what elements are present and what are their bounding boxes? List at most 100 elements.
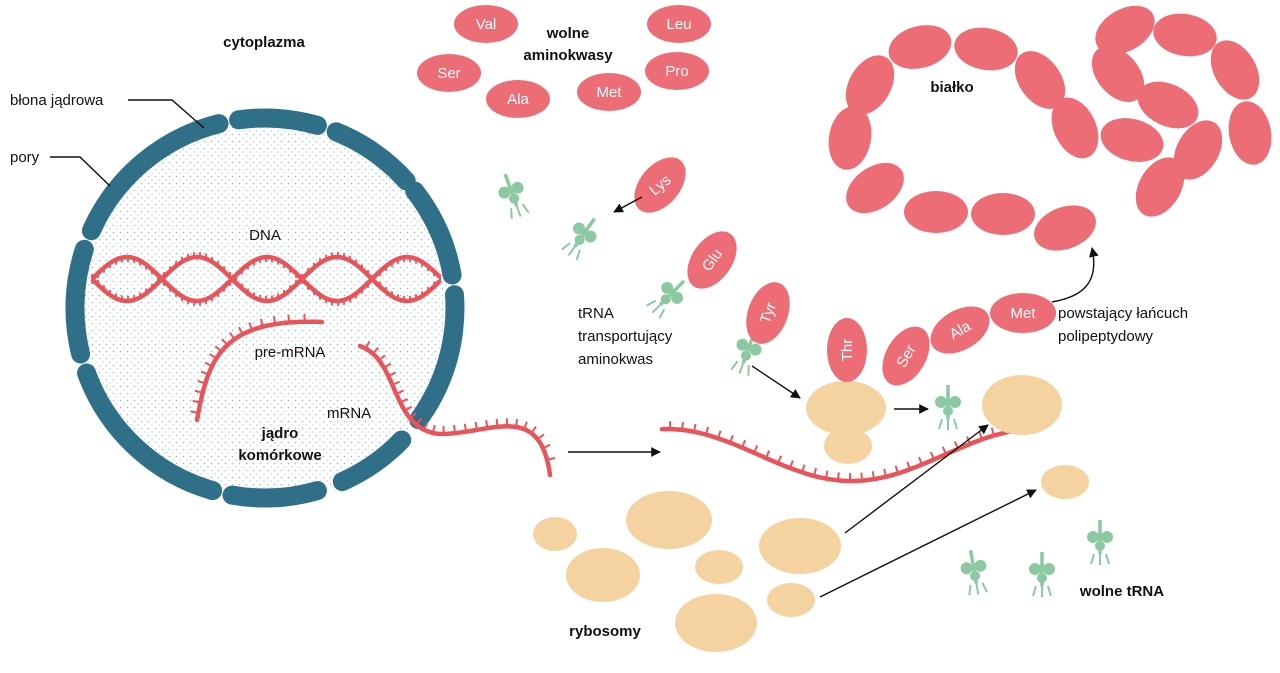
nucleotide-tick [378, 354, 386, 361]
nucleotide-tick [387, 371, 396, 377]
ribosome-arrow-1 [844, 424, 989, 534]
ribosome [566, 548, 640, 602]
trna-carrier-label: transportujący [578, 328, 673, 345]
membrane-segment [409, 324, 463, 430]
amino-acid-label: Thr [839, 339, 856, 362]
amino-acid-pro [645, 52, 709, 90]
nucleotide-tick [422, 422, 429, 431]
amino-acid-label: Ser [437, 65, 460, 82]
polypeptide-label: polipeptydowy [1058, 328, 1154, 345]
nucleotide-tick [248, 322, 254, 331]
trna [935, 385, 961, 430]
trna [1087, 520, 1113, 565]
nucleotide-tick [200, 370, 209, 376]
nucleotide-tick [753, 445, 759, 454]
nucleotide-tick [404, 405, 413, 412]
amino-acid-thr [827, 318, 867, 382]
protein-amino-acid [971, 193, 1035, 235]
nucleotide-tick [871, 471, 875, 480]
nucleotide-tick [929, 451, 935, 460]
carried-amino-acids: Lys Glu Tyr Thr [634, 157, 867, 382]
trna [1029, 552, 1055, 597]
amino-acid-ser [417, 54, 481, 92]
nucleotide-tick [453, 425, 456, 434]
membrane-segment [81, 114, 229, 241]
nucleotide-tick [364, 341, 371, 349]
mrna-strand [357, 341, 556, 478]
protein-amino-acid [1091, 46, 1145, 102]
nucleotide-tick [918, 456, 923, 465]
pores-label: pory [10, 149, 40, 166]
chain-amino-acid-met [990, 293, 1056, 333]
nucleotide-tick [906, 461, 911, 470]
amino-acid-label: Val [476, 16, 497, 33]
protein-amino-acid [1100, 118, 1164, 162]
trna [960, 549, 988, 596]
nucleoplasm [75, 118, 455, 498]
pre-mrna-label: pre-mRNA [255, 344, 326, 361]
nucleus-label: komórkowe [238, 447, 321, 464]
protein-amino-acid [888, 25, 952, 69]
nucleotide-tick [194, 389, 203, 394]
ribosome [1041, 465, 1089, 499]
protein-amino-acid [1210, 40, 1260, 100]
ribosome [533, 517, 577, 551]
membrane-segment [229, 108, 327, 135]
free-amino-acids: Val Leu Ser Pro Ala Met [417, 5, 711, 118]
nucleotide-tick [883, 468, 887, 477]
nucleotide-tick [192, 399, 201, 404]
pores-leader-line [50, 156, 111, 187]
nucleotide-tick [204, 361, 213, 368]
nucleotide-tick [941, 446, 947, 455]
nucleotide-tick [409, 412, 417, 420]
amino-acid-met [577, 73, 641, 111]
dna-strand [90, 254, 442, 304]
nuclear-membrane-label: błona jądrowa [10, 92, 104, 109]
trna [498, 173, 530, 219]
nucleotide-tick [383, 362, 392, 369]
mrna-path [659, 426, 1033, 484]
lys-arrow [613, 196, 643, 213]
nucleotide-tick [717, 430, 722, 439]
ribosome-arrow-2 [819, 489, 1037, 598]
amino-acid-label: Ala [507, 91, 529, 108]
nucleotide-tick [777, 455, 783, 464]
nucleotide-tick [259, 318, 264, 327]
chain-to-protein-arrow [1051, 247, 1099, 303]
amino-acid-label: Pro [665, 63, 688, 80]
ribosome-large-subunit [806, 381, 886, 435]
membrane-segment [65, 239, 94, 364]
polypeptide-chain: Ser Ala Met [882, 293, 1056, 386]
nucleotide-tick [391, 380, 401, 386]
ribosomes-label: rybosomy [569, 623, 641, 640]
nucleotide-tick [415, 417, 423, 426]
nucleotide-tick [485, 420, 489, 429]
nuclear-membrane [65, 108, 465, 508]
protein-amino-acid [1095, 5, 1155, 55]
amino-acid-lys [634, 157, 686, 213]
ribosomes [533, 375, 1089, 652]
trna-molecules [498, 173, 1113, 597]
nucleotide-tick [801, 464, 806, 473]
protein-amino-acid [1228, 101, 1272, 165]
protein-amino-acid [828, 106, 872, 170]
nucleotide-tick [395, 389, 404, 395]
dna-strand [90, 254, 442, 304]
nucleotide-tick [542, 443, 551, 450]
nucleotide-tick [399, 398, 408, 404]
cytoplasm-label: cytoplazma [223, 34, 305, 51]
nucleotide-tick [789, 460, 794, 469]
protein-amino-acid [845, 55, 895, 115]
membrane-segment [222, 481, 327, 508]
nucleotide-tick [190, 410, 199, 414]
nucleus [65, 108, 465, 508]
nucleotide-tick [537, 433, 545, 441]
pre-mrna-path [194, 319, 325, 423]
nucleus-label: jądro [261, 425, 299, 442]
trna [561, 217, 597, 261]
amino-acid-ala [486, 80, 550, 118]
nucleotide-tick [837, 472, 840, 481]
free-amino-acids-label: aminokwasy [523, 47, 613, 64]
dna-label: DNA [249, 227, 281, 244]
